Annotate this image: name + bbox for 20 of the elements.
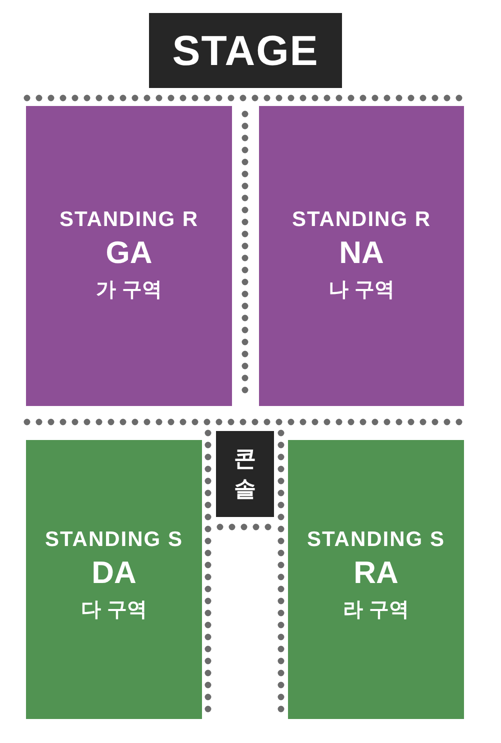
stage-block xyxy=(149,13,342,88)
section-name-label: 라 구역 xyxy=(343,598,409,622)
standing-section xyxy=(259,106,464,406)
section-code-label: NA xyxy=(339,235,384,271)
stage-label: STAGE xyxy=(172,28,319,74)
section-name-label: 나 구역 xyxy=(328,279,394,302)
section-name-label: 다 구역 xyxy=(81,598,147,622)
tier-label: STANDING S xyxy=(307,528,445,552)
section-name-label: 가 구역 xyxy=(96,279,162,302)
section-code-label: DA xyxy=(92,554,136,590)
section-code-label: RA xyxy=(354,554,398,590)
standing-section xyxy=(26,106,232,406)
tier-label: STANDING R xyxy=(59,208,199,232)
tier-label: STANDING R xyxy=(292,208,432,232)
console-label: 콘솔 xyxy=(233,445,257,503)
tier-label: STANDING S xyxy=(45,528,183,552)
console-booth xyxy=(216,431,274,517)
section-code-label: GA xyxy=(106,235,152,271)
standing-section xyxy=(26,440,202,719)
standing-section xyxy=(288,440,464,719)
